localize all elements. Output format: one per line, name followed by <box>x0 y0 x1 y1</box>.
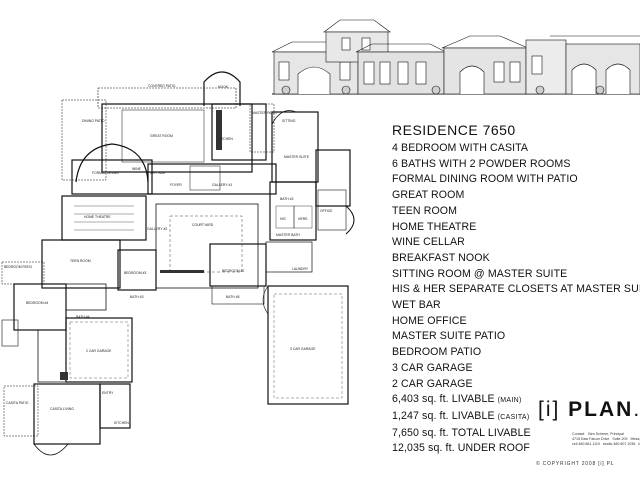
residence-info: RESIDENCE 7650 4 BEDROOM WITH CASITA 6 B… <box>392 122 640 457</box>
room-label: FOYER <box>170 183 182 187</box>
room-label: BEDROOM #4 <box>26 301 48 305</box>
room-label: BEDROOM #2 <box>222 269 244 273</box>
room-label: SITTING <box>282 119 296 123</box>
room-label: CASITA PATIO <box>6 401 29 405</box>
feature-list: 4 BEDROOM WITH CASITA 6 BATHS WITH 2 POW… <box>392 141 640 392</box>
room-label: BEDROOM #3 <box>124 271 146 275</box>
room-label: BATH #5 <box>226 295 240 299</box>
room-label: MASTER SUITE <box>284 155 310 159</box>
room-label: GREAT ROOM <box>150 134 173 138</box>
area-value: 1,247 sq. ft. LIVABLE <box>392 409 495 422</box>
room-label: BEDROOM PATIO <box>4 265 32 269</box>
feature-item: SITTING ROOM @ MASTER SUITE <box>392 267 568 280</box>
floor-plan-walls <box>1 71 355 456</box>
area-list: 6,403 sq. ft. LIVABLE (MAIN) 1,247 sq. f… <box>392 392 640 457</box>
feature-item: BEDROOM PATIO <box>392 346 482 359</box>
room-label: OFFICE <box>320 209 333 213</box>
room-label: BATH #4 <box>76 315 90 319</box>
feature-item: 2 CAR GARAGE <box>392 377 473 390</box>
logo-tail: .c <box>633 398 640 421</box>
room-label: GALLERY #2 <box>147 227 167 231</box>
feature-item: 6 BATHS WITH 2 POWDER ROOMS <box>392 157 571 170</box>
room-label: 3 CAR GARAGE <box>290 347 316 351</box>
room-label: WINE <box>132 167 142 171</box>
room-label: HOME THEATRE <box>84 215 111 219</box>
front-elevation-drawing <box>271 19 640 95</box>
room-label: 2 CAR GARAGE <box>86 349 112 353</box>
residence-title: RESIDENCE 7650 <box>392 122 516 138</box>
feature-item: GREAT ROOM <box>392 189 465 202</box>
feature-item: HIS & HER SEPARATE CLOSETS AT MASTER SUI… <box>392 283 640 296</box>
area-value: 12,035 sq. ft. UNDER ROOF <box>392 442 530 455</box>
room-label: FORMAL DINING <box>92 171 119 175</box>
room-label: BATH #3 <box>130 295 144 299</box>
feature-item: BREAKFAST NOOK <box>392 251 490 264</box>
room-label: DINING PATIO <box>82 119 105 123</box>
feature-item: HOME THEATRE <box>392 220 477 233</box>
area-item: 6,403 sq. ft. LIVABLE (MAIN) <box>392 392 640 409</box>
contact-info: Contact Ben Scherer, Principal 4715 East… <box>572 432 640 446</box>
room-label: COURTYARD <box>192 223 214 227</box>
feature-item: 3 CAR GARAGE <box>392 361 473 374</box>
room-label: LAUNDRY <box>292 267 309 271</box>
feature-item: WET BAR <box>392 299 441 312</box>
area-item: 12,035 sq. ft. UNDER ROOF <box>392 441 640 457</box>
room-label: MASTER PATIO <box>252 111 277 115</box>
copyright-notice: © COPYRIGHT 2008 [i] PL <box>536 461 615 467</box>
iplan-logo: [i] PLAN.c <box>538 398 640 422</box>
area-item: 7,650 sq. ft. TOTAL LIVABLE <box>392 426 640 442</box>
feature-item: TEEN ROOM <box>392 204 458 217</box>
room-label: KITCHEN <box>114 421 129 425</box>
area-note: (CASITA) <box>497 413 530 421</box>
room-label: ENTRY <box>102 391 114 395</box>
feature-item: 4 BEDROOM WITH CASITA <box>392 142 529 154</box>
room-label: TEEN ROOM <box>70 259 91 263</box>
area-value: 6,403 sq. ft. LIVABLE <box>392 393 495 406</box>
area-item: 1,247 sq. ft. LIVABLE (CASITA) <box>392 409 640 426</box>
room-label: COVERED PATIO <box>148 84 176 88</box>
room-label: HERS <box>298 217 308 221</box>
feature-item: MASTER SUITE PATIO <box>392 330 506 343</box>
room-label: MASTER BATH <box>276 233 300 237</box>
room-label: HIS <box>280 217 286 221</box>
feature-item: WINE CELLAR <box>392 236 465 249</box>
logo-bracket: [i] <box>538 398 561 421</box>
room-labels: COVERED PATIO NOOK DINING PATIO GREAT RO… <box>4 84 333 425</box>
room-label: GALLERY #1 <box>212 183 232 187</box>
area-value: 7,650 sq. ft. TOTAL LIVABLE <box>392 426 531 439</box>
feature-item: FORMAL DINING ROOM WITH PATIO <box>392 173 578 186</box>
logo-word: PLAN <box>560 398 634 421</box>
room-label: BATH #2 <box>280 197 294 201</box>
area-note: (MAIN) <box>497 397 522 405</box>
room-label: CASITA LIVING <box>50 407 74 411</box>
room-label: KITCHEN <box>218 137 233 141</box>
room-label: WET BAR <box>150 171 166 175</box>
feature-item: HOME OFFICE <box>392 314 467 327</box>
room-label: NOOK <box>218 85 229 89</box>
